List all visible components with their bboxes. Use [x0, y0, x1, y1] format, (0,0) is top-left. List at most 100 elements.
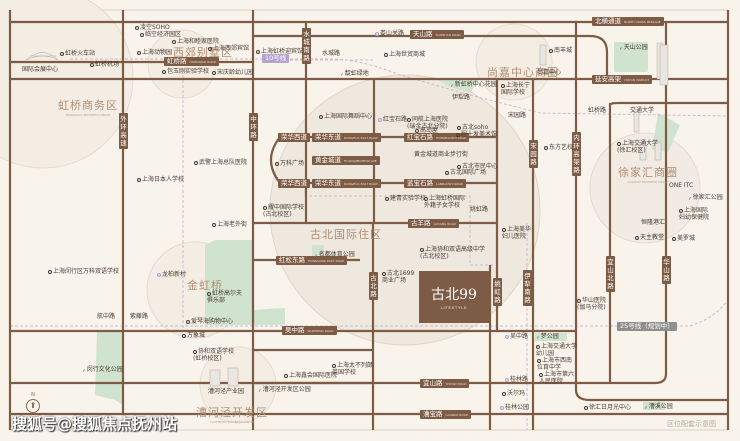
poi-icon [407, 118, 411, 122]
poi-label: 水城路 [322, 50, 340, 57]
park-icon: ⸙ [450, 83, 454, 89]
poi-name: 上海世贸商城 [389, 51, 426, 58]
poi-name: 天主教堂 [640, 234, 665, 241]
park-icon: ⸙ [644, 405, 648, 411]
poi-label: 上海闵行区万科双语学校 [48, 268, 119, 275]
poi-label: 上海鑫会国际医院 [284, 372, 337, 379]
road-name: 漕宝路 [423, 410, 443, 418]
poi-icon [385, 197, 389, 201]
poi-icon [424, 197, 428, 201]
poi-label: 南丰城 [549, 47, 572, 54]
road-tag: 荣华西道 [278, 133, 310, 142]
poi-name: 名都体育公园 [318, 251, 355, 258]
poi-name: 伊犁路 [452, 94, 471, 101]
district-label: 古北国际住区 [310, 226, 382, 242]
poi-name: 水城路 [322, 50, 341, 57]
poi-name: 上海美华 妇儿医院 [502, 226, 532, 240]
park-icon: ⸙ [340, 72, 344, 78]
vertical-road-tag: 宋园路 [529, 140, 538, 168]
road-tag: 荣华西道 [278, 179, 310, 188]
poi-icon [212, 71, 216, 75]
road-english-name: HUANGJINCHENG AVE [344, 159, 377, 163]
vertical-road-tag: 水城南路 [302, 28, 311, 64]
poi-name: 上海交通大学 幼儿园 [536, 343, 578, 357]
poi-label: 龙柏新村 [157, 271, 186, 278]
poi-name: 上海太不列颠 英国学校 [332, 362, 374, 376]
poi-name: 上海动物园 [142, 49, 173, 56]
poi-label: ONE ITC [669, 182, 693, 189]
poi-icon [162, 70, 166, 74]
poi-icon [501, 84, 505, 88]
poi-name: 高岛屋 [420, 127, 439, 134]
poi-name: 娄山关路 [380, 30, 405, 37]
poi-label: 交通大学 [630, 107, 654, 114]
poi-label: 万象城 [182, 332, 205, 339]
poi-name: 上海老外街 [217, 221, 248, 228]
poi-name: 恒隆港汇 [641, 219, 666, 226]
poi-label: 古北国际广场 [445, 169, 486, 176]
poi-icon [420, 248, 424, 252]
poi-icon [539, 373, 543, 377]
poi-name: 桂林公园 [505, 404, 530, 411]
poi-label: ⸙新虹桥中心花园 [450, 81, 497, 90]
road-name: 10号线 [265, 54, 287, 62]
poi-name: 漕河泾开发区公园 [262, 386, 311, 393]
poi-name: 航中路 [97, 313, 116, 320]
road-english-name: LANBAOSHI ROAD [436, 182, 464, 186]
poi-name: 上海虹桥迎宾馆 [261, 48, 304, 55]
road-name: 25号线（规划中） [620, 322, 674, 330]
poi-icon [135, 26, 139, 30]
poi-name: 上海西郊宾馆 [213, 45, 250, 52]
poi-name: 上海虹桥国际 外籍子女学校 [424, 195, 466, 209]
road-name: 天山路 [413, 30, 433, 38]
road-tag: 10号线 [262, 54, 290, 63]
poi-label: 恒隆港汇 [641, 219, 665, 226]
district-english-name: CAOHEJING BUSINESS CIRCLE [209, 420, 255, 424]
poi-label: 上海市西南 位育中学 [537, 357, 572, 371]
poi-name: 宋庆龄幼儿园 [217, 69, 254, 76]
poi-label: 国际会展中心 [22, 66, 58, 73]
poi-label: 红宝石路 [378, 116, 407, 123]
poi-icon [275, 162, 279, 166]
poi-name: 宋园路 [508, 112, 527, 119]
park-meng [535, 333, 567, 341]
poi-name: 耀中国际学校 (古北校区) [263, 204, 305, 218]
poi-label: ⸙靛虹绿地 [340, 70, 369, 79]
poi-name: 交通大学 [630, 107, 655, 114]
road-name: 红宝石路 [407, 133, 433, 141]
compass-icon: ⬆ [26, 399, 40, 413]
road-name: 吴中路 [285, 326, 305, 334]
poi-name: 上海日本人学校 [142, 176, 185, 183]
metro-station-icon [500, 406, 504, 410]
poi-label: 上海长宁 国际学校 [501, 82, 530, 96]
metro-station-icon [157, 273, 161, 277]
park-icon: ⸙ [619, 46, 623, 52]
poi-icon [544, 146, 548, 150]
poi-label: 上海交通大学 幼儿园 [536, 343, 577, 357]
poi-icon [194, 161, 198, 165]
poi-name: 上海国际舞蹈中心 [324, 113, 373, 120]
district-name: 金虹桥 [187, 279, 223, 292]
poi-icon [186, 320, 190, 324]
road-english-name: RONGHUA EAST ROAD [344, 182, 378, 186]
district-name: 虹桥商务区 [58, 99, 118, 112]
project-marker-gubei99[interactable]: 古北99 LIFESTYLE [419, 271, 489, 323]
poi-label: 上海国际舞蹈中心 [319, 113, 372, 120]
poi-icon [617, 142, 621, 146]
poi-icon [263, 206, 267, 210]
poi-label: 爱琴海购物中心 [186, 318, 233, 325]
poi-name: 上海和睦家医院 [177, 38, 220, 45]
poi-name: 上海闵行区万科双语学校 [53, 268, 120, 275]
poi-label: ⸙漕溪公园 [644, 403, 673, 412]
road-english-name: TIANSHAN ROAD [435, 33, 461, 37]
poi-label: 上海市第六 人民医院 [539, 371, 574, 385]
vertical-road-tag: 内环高架路 [572, 132, 581, 176]
poi-icon [457, 126, 461, 130]
